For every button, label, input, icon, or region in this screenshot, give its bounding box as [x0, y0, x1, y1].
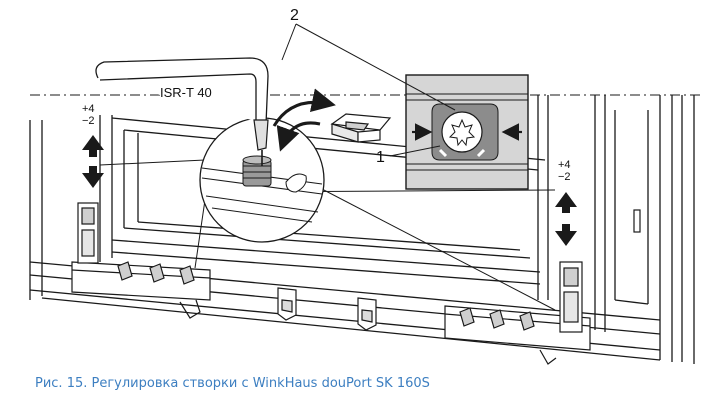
diagram-figure: ISR-T 40 2 1 +4 −2 +4 −2 — [29, 7, 700, 365]
locking-clip — [330, 113, 392, 143]
adjust-right-minus: −2 — [558, 171, 571, 183]
left-roller-carriage — [71, 202, 211, 319]
hex-key-tool — [95, 57, 269, 166]
double-arrow-vertical-icon — [82, 135, 104, 188]
callout-1: 1 — [376, 149, 385, 166]
double-arrow-vertical-icon-right — [555, 192, 577, 246]
tool-label: ISR-T 40 — [160, 85, 212, 100]
adjust-left-plus: +4 — [82, 103, 95, 115]
diagram-artwork: ISR-T 40 2 1 +4 −2 +4 −2 — [29, 7, 700, 365]
right-roller-carriage — [444, 261, 591, 365]
figure-caption: Рис. 15. Регулировка створки с WinkHaus … — [35, 376, 430, 391]
adjust-left-minus: −2 — [82, 115, 95, 127]
callout-leaders — [281, 23, 456, 157]
adjustment-screw — [242, 155, 272, 187]
latch-right — [633, 209, 641, 233]
callout-2: 2 — [290, 7, 299, 24]
inset-detail — [405, 74, 529, 190]
track-brackets — [277, 287, 377, 331]
curved-arrow-icon — [272, 88, 336, 152]
star-socket-icon — [448, 118, 476, 147]
adjust-right-plus: +4 — [558, 159, 571, 171]
